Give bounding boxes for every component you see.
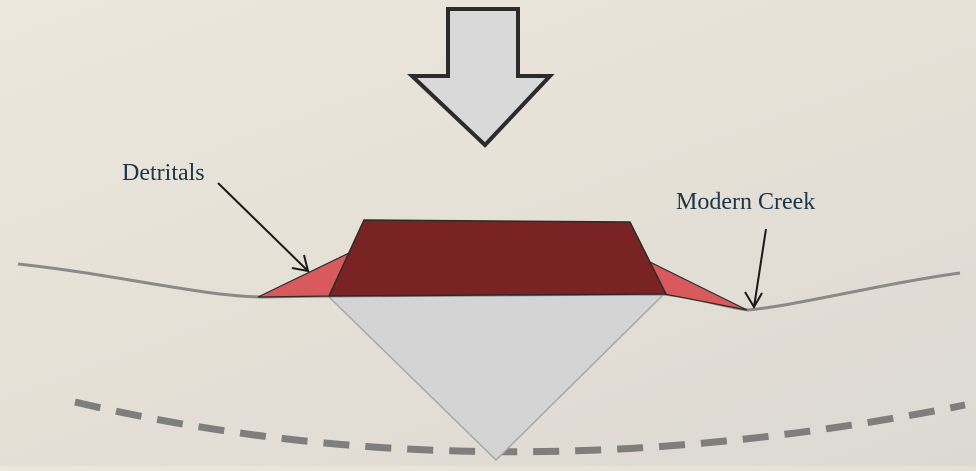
main-body-trapezoid: [327, 219, 668, 297]
detritals-leader-line: [217, 182, 309, 272]
modern-creek-label: Modern Creek: [676, 189, 815, 215]
detritals-label: Detritals: [122, 160, 205, 186]
down-arrow-icon: [406, 7, 555, 148]
modern-creek-arrowhead: [744, 291, 763, 309]
modern-creek-leader-line: [753, 228, 767, 308]
detritals-arrowhead: [291, 254, 310, 273]
detritals-right: [648, 260, 748, 311]
wedge-triangle: [326, 293, 666, 462]
